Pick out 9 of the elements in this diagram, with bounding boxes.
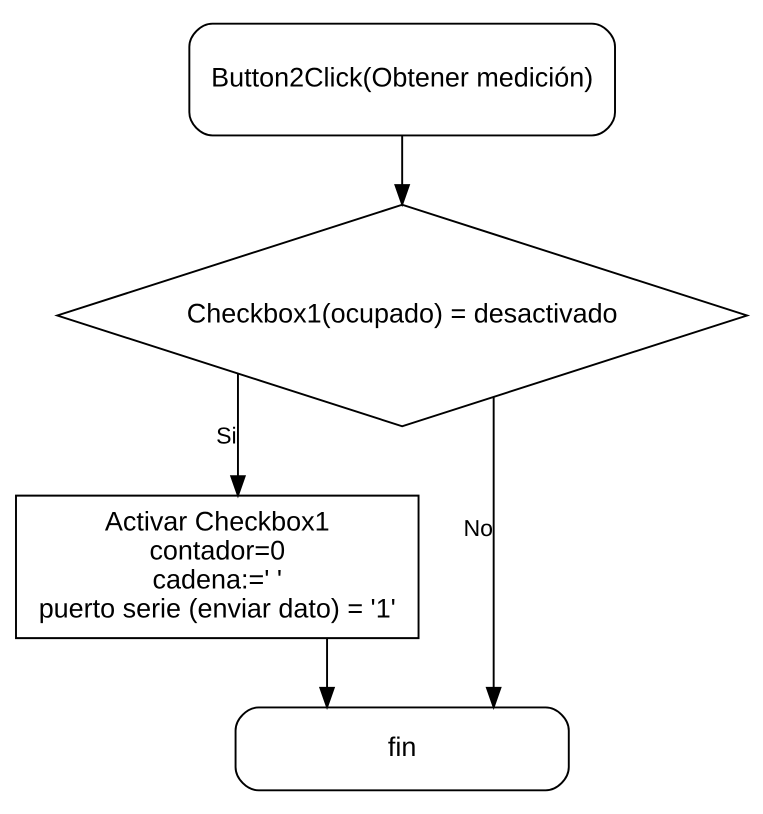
node-box: fin	[234, 706, 570, 792]
node-box: Activar Checkbox1 contador=0 cadena:=' ' puerto serie (enviar dato) = '1'	[15, 494, 420, 640]
arrow	[486, 397, 502, 710]
arrow	[230, 374, 246, 498]
arrow	[318, 638, 336, 710]
arrow	[394, 135, 410, 208]
node-box: Button2Click(Obtener medición)	[188, 22, 616, 136]
edge-label: No	[463, 514, 494, 541]
node-diamond: Checkbox1(ocupado) = desactivado	[54, 204, 750, 428]
